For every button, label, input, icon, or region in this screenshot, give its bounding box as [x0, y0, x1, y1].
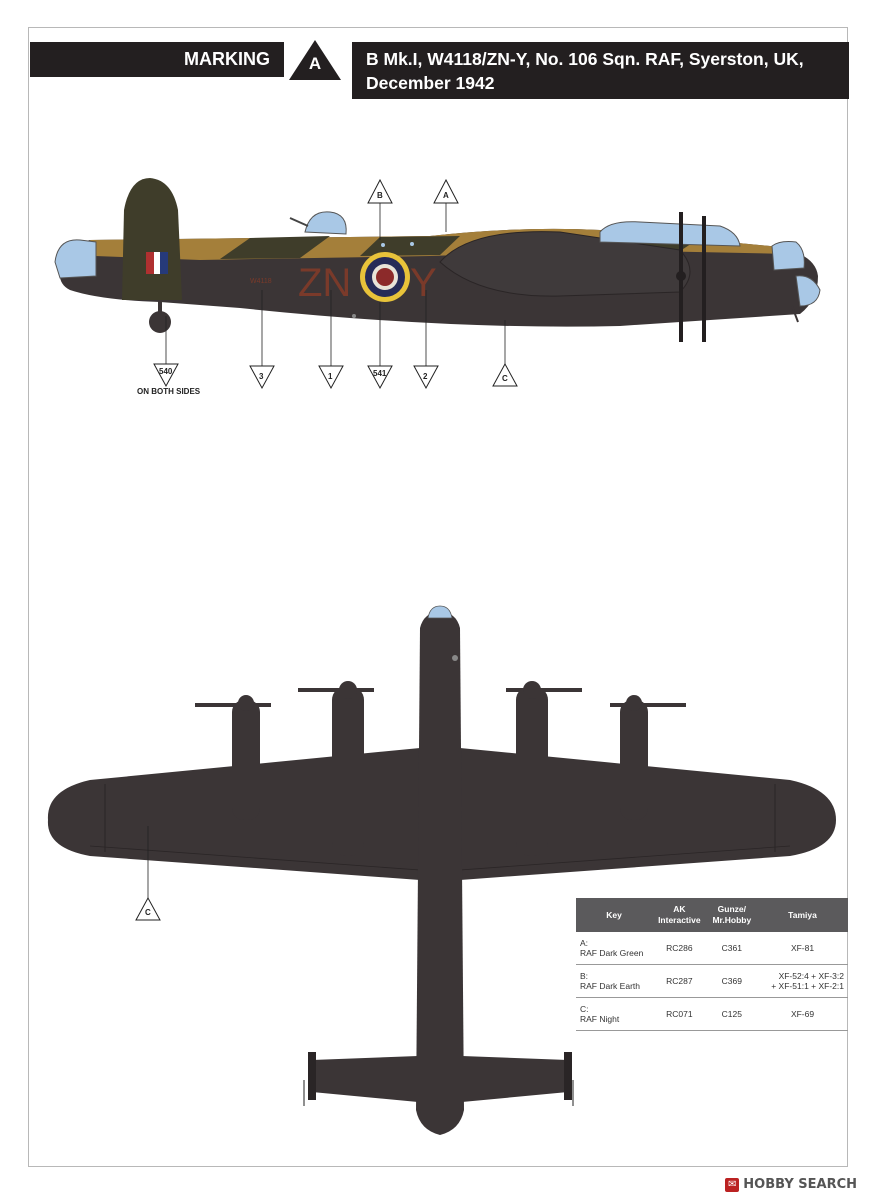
marking-letter: A [308, 54, 322, 73]
callout-541: 541 [367, 302, 393, 390]
tamiya-cell: XF-81 [757, 932, 848, 965]
table-row: C:RAF Night RC071 C125 XF-69 [576, 997, 848, 1031]
fin-flash-red [146, 252, 154, 274]
callout-B: B [367, 178, 393, 240]
tail-wheel [149, 311, 171, 333]
nose-turret [771, 241, 805, 271]
side-view: ZN Y W4118 B A 540 ON BOTH SIDES 3 1 541 [54, 178, 821, 396]
bomb-aimer-blister [795, 275, 821, 307]
svg-text:541: 541 [373, 369, 387, 378]
code-letter-right: Y [410, 261, 437, 305]
watermark: ✉ HOBBY SEARCH [725, 1177, 857, 1192]
svg-text:2: 2 [423, 372, 428, 381]
marking-title-line1: B Mk.I, W4118/ZN-Y, No. 106 Sqn. RAF, Sy… [366, 49, 804, 69]
svg-text:C: C [502, 374, 508, 383]
page-border [28, 27, 848, 1167]
table-row: A:RAF Dark Green RC286 C361 XF-81 [576, 932, 848, 965]
mid-upper-turret [304, 211, 347, 235]
side-camo-green-1 [220, 236, 330, 259]
header-gunze: Gunze/Mr.Hobby [706, 898, 758, 932]
svg-text:1: 1 [328, 372, 333, 381]
tamiya-cell: XF-69 [757, 997, 848, 1031]
svg-text:B: B [377, 191, 383, 200]
code-letters-left: ZN [298, 261, 351, 305]
svg-text:3: 3 [259, 372, 264, 381]
header-key: Key [576, 898, 652, 932]
side-nacelle [439, 231, 691, 297]
hobby-search-logo-icon: ✉ [725, 1177, 740, 1192]
cockpit-canopy [599, 221, 741, 247]
propeller-2 [702, 216, 706, 342]
callout-C-side: C [492, 320, 518, 387]
svg-text:540: 540 [159, 367, 173, 376]
side-camo-green-2 [360, 236, 460, 256]
marking-label: MARKING [30, 42, 284, 77]
header-tamiya: Tamiya [757, 898, 848, 932]
marking-title-line2: December 1942 [366, 73, 495, 93]
fin-flash-white [154, 252, 160, 274]
marking-title: B Mk.I, W4118/ZN-Y, No. 106 Sqn. RAF, Sy… [352, 42, 849, 99]
callout-A: A [433, 178, 459, 232]
callout-2: 2 [413, 290, 439, 390]
tamiya-cell: XF-52:4 + XF-3:2 + XF-51:1 + XF-2:1 [757, 964, 848, 998]
side-tail-fin [122, 178, 182, 300]
svg-text:A: A [443, 191, 449, 200]
svg-text:ON BOTH SIDES: ON BOTH SIDES [137, 387, 201, 396]
table-row: B:RAF Dark Earth RC287 C369 XF-52:4 + XF… [576, 964, 848, 998]
callout-1: 1 [318, 290, 344, 390]
fin-flash-blue [160, 252, 168, 274]
marking-letter-triangle [289, 40, 341, 80]
roundel-red [376, 268, 394, 286]
callout-3: 3 [249, 290, 275, 390]
serial-number: W4118 [250, 278, 272, 285]
callout-540: 540 ON BOTH SIDES [137, 316, 201, 396]
rear-turret [54, 239, 97, 279]
